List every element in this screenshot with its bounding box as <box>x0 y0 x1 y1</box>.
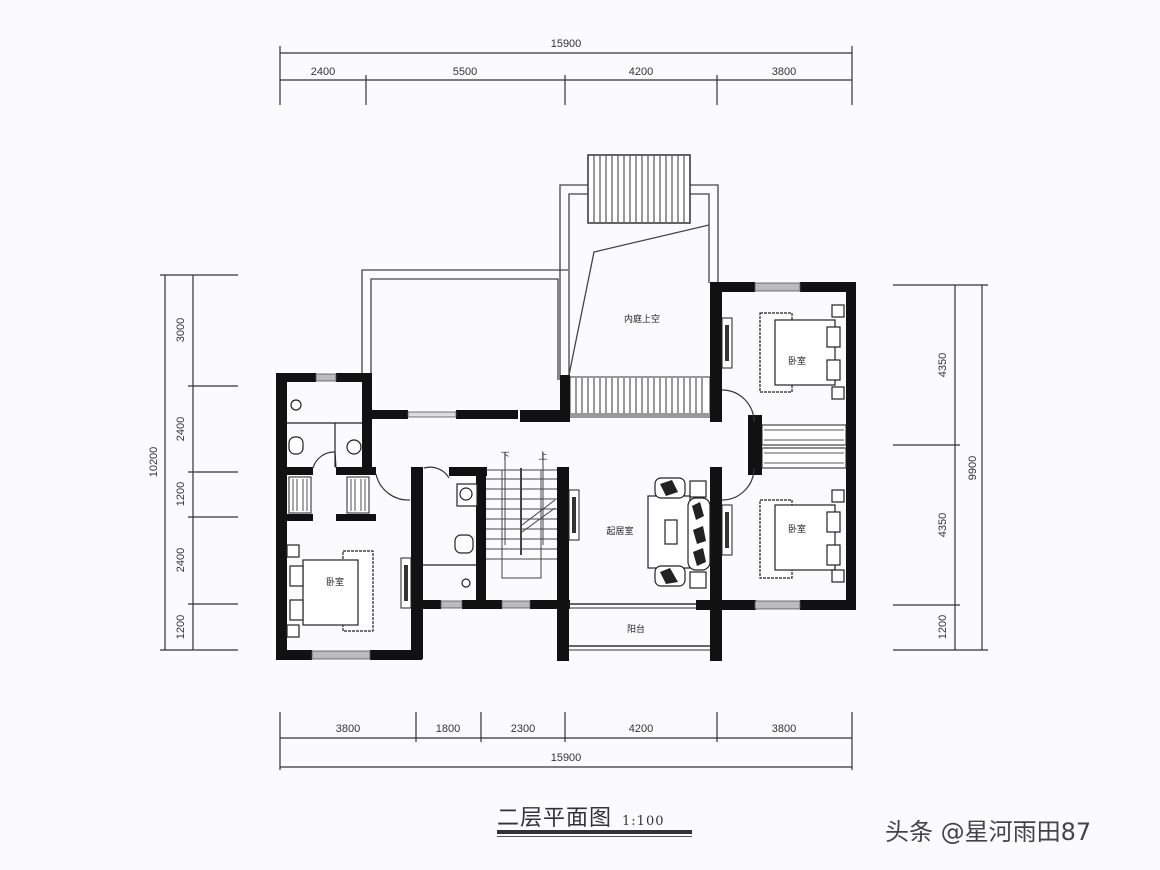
stair-up-label: 上 <box>538 451 547 462</box>
bottom-dim-2: 1800 <box>436 723 460 735</box>
bed-sw <box>286 544 374 638</box>
top-dimension-chain <box>279 46 853 105</box>
bedroom-se-label: 卧室 <box>788 523 806 535</box>
top-dim-3: 4200 <box>629 66 653 78</box>
courtyard-void-label: 内庭上空 <box>624 313 660 325</box>
right-dim-1: 4350 <box>937 353 949 377</box>
bed-ne <box>759 304 845 400</box>
title-underline <box>497 830 692 834</box>
bottom-total-dim: 15900 <box>551 752 582 764</box>
lower-grating <box>569 376 711 418</box>
windows <box>311 282 801 660</box>
top-dim-2: 5500 <box>453 66 477 78</box>
top-dim-1: 2400 <box>311 66 335 78</box>
left-dim-2: 2400 <box>175 417 187 441</box>
living-room-label: 起居室 <box>606 525 633 537</box>
bottom-dim-4: 4200 <box>629 723 653 735</box>
right-dimension-chain <box>893 284 988 651</box>
drawing-title: 二层平面图 1:100 <box>497 800 664 832</box>
right-dim-2: 4350 <box>937 513 949 537</box>
right-total-dim: 9900 <box>967 456 979 480</box>
left-dim-3: 1200 <box>175 482 187 506</box>
bed-se <box>759 489 845 583</box>
upper-grating <box>587 154 691 224</box>
bottom-dimension-chain <box>279 712 853 770</box>
balcony-label: 阳台 <box>627 623 645 635</box>
staircase <box>486 452 557 579</box>
bedroom-sw-label: 卧室 <box>326 576 344 588</box>
doors <box>312 389 755 501</box>
drawing-scale: 1:100 <box>622 814 665 829</box>
wc-fixtures <box>287 399 478 588</box>
bottom-dim-1: 3800 <box>336 723 360 735</box>
top-total-dim: 15900 <box>551 38 582 50</box>
bottom-dim-5: 3800 <box>772 723 796 735</box>
left-dim-4: 2400 <box>175 548 187 572</box>
balcony <box>557 603 722 661</box>
watermark: 头条 @星河雨田87 <box>885 818 1092 846</box>
bedroom-ne-label: 卧室 <box>788 355 806 367</box>
void-outlines <box>361 184 719 380</box>
left-dim-5: 1200 <box>175 615 187 639</box>
left-dim-1: 3000 <box>175 318 187 342</box>
bottom-dim-3: 2300 <box>511 723 535 735</box>
title-underline-thin <box>497 836 692 837</box>
top-dim-4: 3800 <box>772 66 796 78</box>
stair-down-label: 下 <box>500 452 509 462</box>
left-total-dim: 10200 <box>148 447 160 478</box>
left-dimension-chain <box>160 274 238 651</box>
drawing-title-text: 二层平面图 <box>497 806 613 831</box>
terrace-window <box>407 411 457 418</box>
right-dim-3: 1200 <box>937 615 949 639</box>
